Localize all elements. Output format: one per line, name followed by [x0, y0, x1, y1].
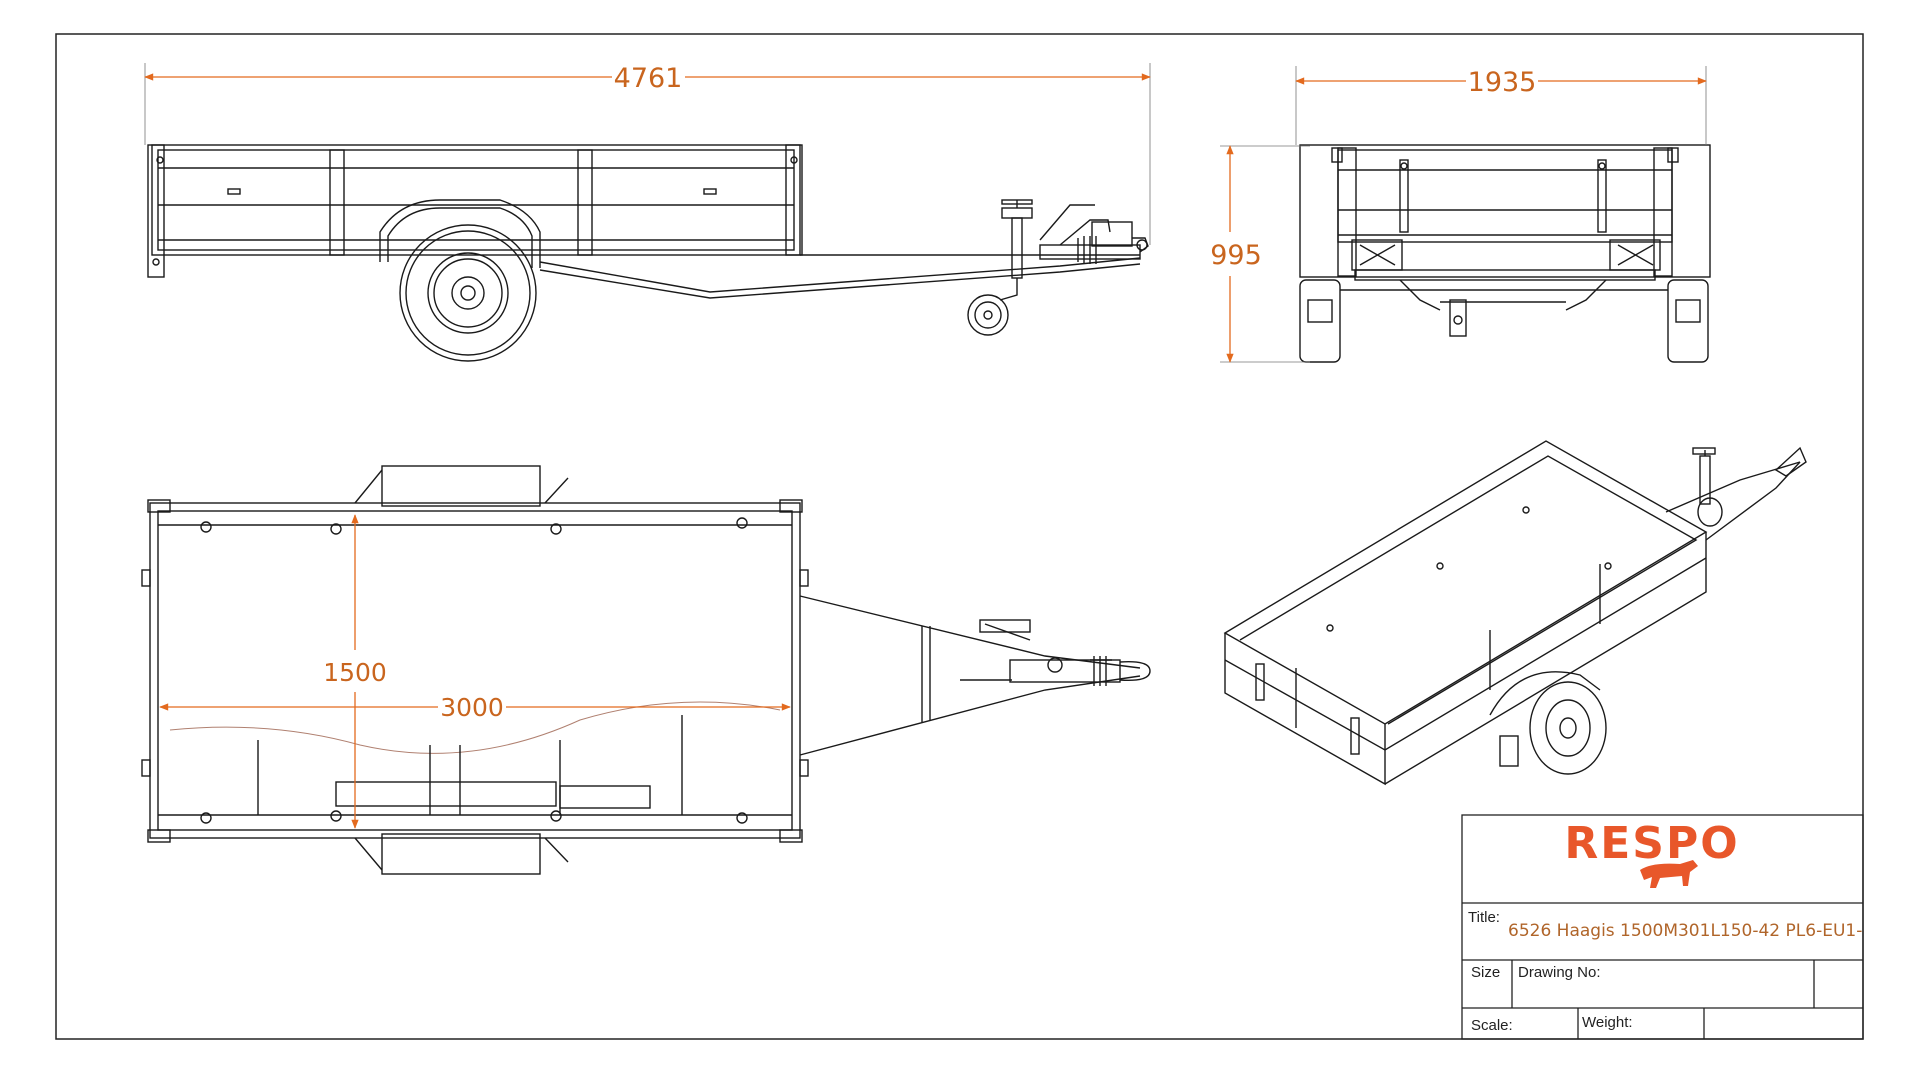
dim-top-length: 3000 — [440, 693, 504, 722]
scale-label: Scale: — [1471, 1017, 1513, 1034]
side-view — [147, 144, 1149, 362]
dim-side-length: 4761 — [614, 63, 683, 94]
isometric-view — [1223, 440, 1807, 786]
dim-top-width: 1500 — [323, 658, 387, 687]
top-view — [141, 465, 1151, 875]
title-label: Title: — [1468, 909, 1500, 926]
brand-logo: RESPO — [1564, 818, 1739, 869]
title-block — [1461, 814, 1864, 1040]
bull-icon — [1640, 860, 1698, 888]
dimension-lines — [144, 63, 1707, 829]
dim-rear-width: 1935 — [1468, 67, 1537, 98]
size-label: Size — [1471, 964, 1500, 981]
drawing-border — [55, 33, 1864, 1040]
title-value: 6526 Haagis 1500M301L150-42 PL6-EU1- — [1508, 921, 1862, 941]
weight-label: Weight: — [1582, 1014, 1633, 1031]
dim-rear-height: 995 — [1210, 240, 1262, 271]
rear-view — [1299, 144, 1711, 363]
drawing-no-label: Drawing No: — [1518, 964, 1601, 981]
